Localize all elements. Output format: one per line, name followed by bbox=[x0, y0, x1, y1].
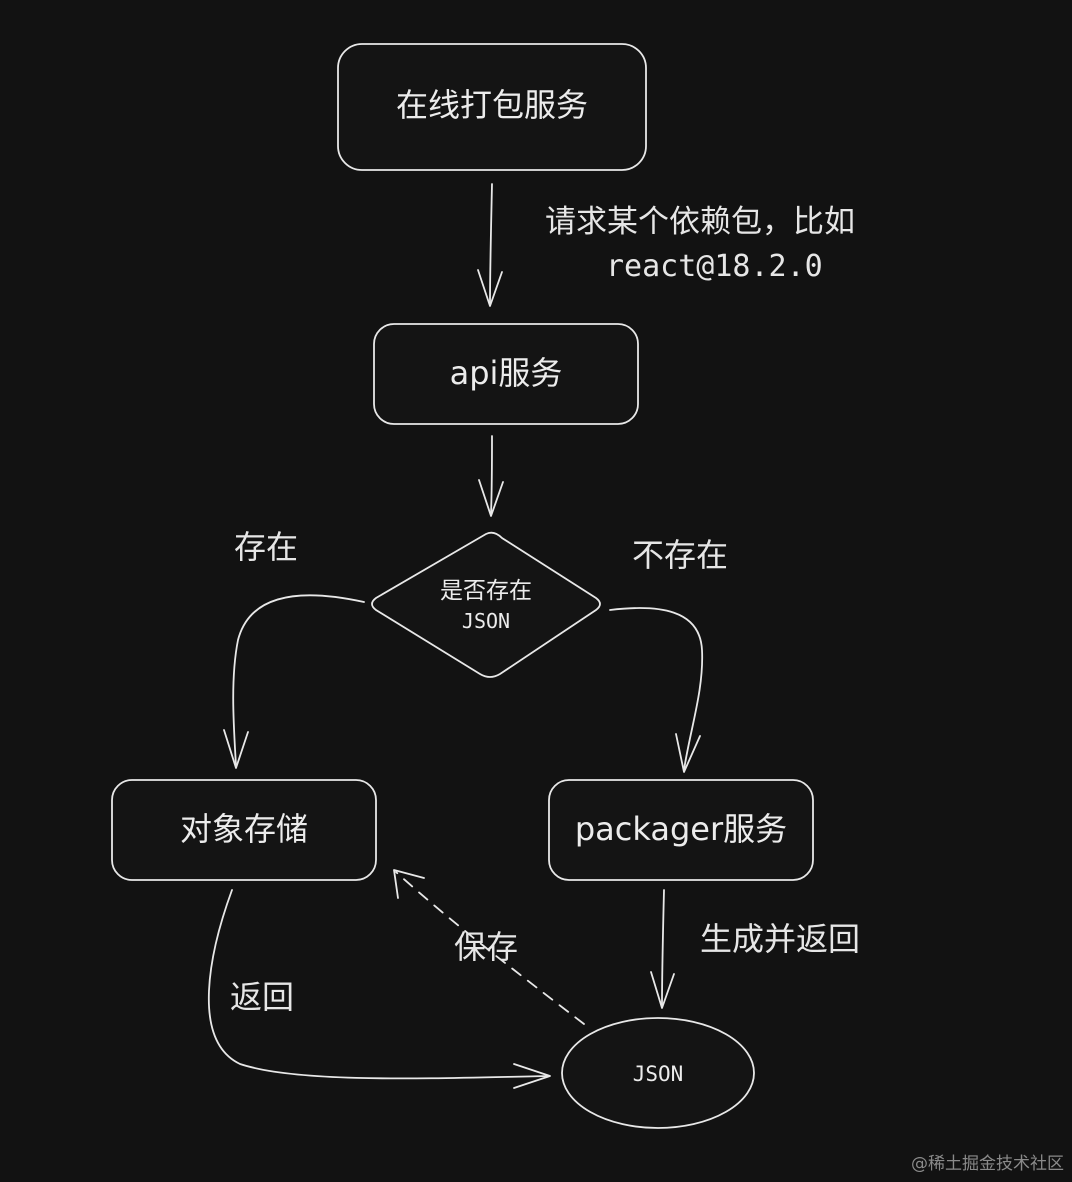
edge-label-not-exists: 不存在 bbox=[632, 536, 728, 574]
node-object-storage[interactable]: 对象存储 bbox=[111, 779, 377, 881]
edge-label-request-line2: react@18.2.0 bbox=[606, 249, 823, 284]
node-json[interactable]: JSON bbox=[561, 1017, 755, 1129]
node-api-service[interactable]: api服务 bbox=[373, 323, 639, 425]
node-object-storage-label: 对象存储 bbox=[180, 810, 308, 848]
edge-label-request-line1: 请求某个依赖包，比如 bbox=[545, 204, 855, 240]
arrow-packager-to-json bbox=[650, 889, 675, 1009]
node-online-bundle-service-label: 在线打包服务 bbox=[396, 86, 588, 124]
node-packager-service-label: packager服务 bbox=[575, 810, 787, 848]
edge-label-save: 保存 bbox=[454, 928, 518, 966]
arrow-to-decision bbox=[478, 435, 504, 517]
arrow-not-exists-to-packager bbox=[609, 607, 704, 773]
arrow-exists-to-object-storage bbox=[223, 594, 365, 769]
watermark-text: @稀土掘金技术社区 bbox=[911, 1154, 1064, 1174]
arrow-object-storage-to-json-return bbox=[207, 889, 551, 1089]
node-json-label: JSON bbox=[633, 1062, 684, 1086]
node-decision-label-line1: 是否存在 bbox=[440, 578, 532, 604]
edge-label-exists: 存在 bbox=[234, 528, 298, 566]
node-api-service-label: api服务 bbox=[450, 354, 563, 392]
node-packager-service[interactable]: packager服务 bbox=[548, 779, 814, 881]
edge-label-generate-return: 生成并返回 bbox=[700, 920, 860, 958]
node-decision-json-exists[interactable]: 是否存在 JSON bbox=[371, 531, 601, 678]
node-online-bundle-service[interactable]: 在线打包服务 bbox=[337, 43, 647, 171]
arrow-json-to-object-storage-save bbox=[393, 869, 585, 1025]
arrow-to-api bbox=[477, 183, 503, 307]
edge-label-return: 返回 bbox=[230, 978, 294, 1016]
node-decision-label-line2: JSON bbox=[462, 609, 510, 633]
